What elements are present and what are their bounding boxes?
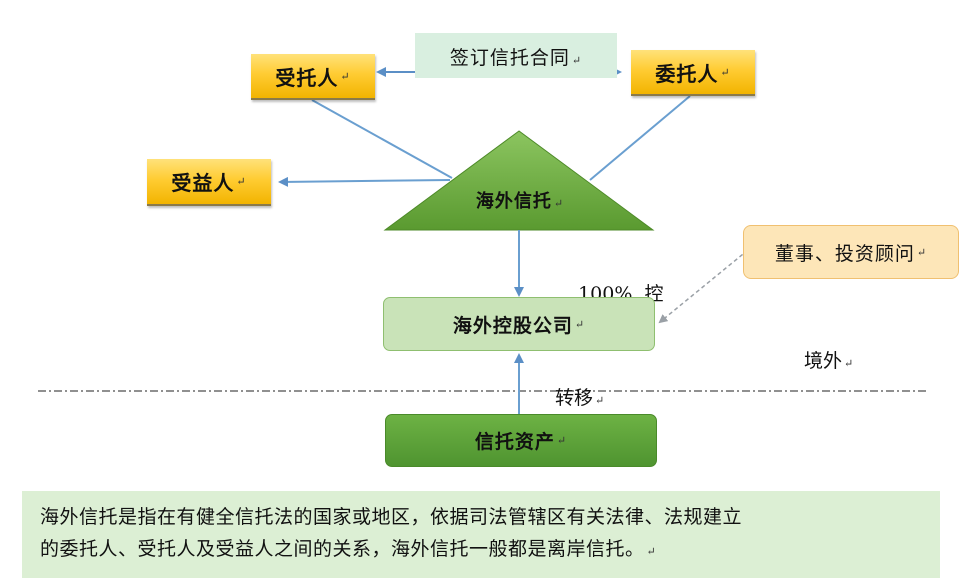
paragraph-mark-icon: ↵: [646, 545, 657, 558]
caption-line-2-text: 的委托人、受托人及受益人之间的关系，海外信托一般都是离岸信托。: [40, 538, 645, 560]
offshore-trust-text: 海外信托: [475, 191, 552, 212]
offshore-label: 境外↵: [804, 346, 853, 373]
beneficiary-label: 受益人: [171, 171, 235, 195]
transfer-text: 转移: [555, 387, 594, 409]
paragraph-mark-icon: ↵: [556, 434, 568, 447]
settlor-trust-line: [589, 95, 691, 181]
paragraph-mark-icon: ↵: [340, 69, 351, 83]
settlor-box: 委托人↵: [631, 50, 755, 96]
caption-line-2: 的委托人、受托人及受益人之间的关系，海外信托一般都是离岸信托。↵: [40, 533, 922, 568]
paragraph-mark-icon: ↵: [916, 245, 928, 259]
advisor-dashed-arrow: [658, 249, 749, 324]
holding-company-label: 海外控股公司: [452, 314, 573, 337]
trustee-label: 受托人: [275, 65, 339, 90]
paragraph-mark-icon: ↵: [553, 197, 565, 210]
holding-company-box: 海外控股公司↵: [383, 297, 655, 351]
trust-beneficiary-arrow: [278, 176, 451, 187]
contract-label-box: [415, 33, 617, 78]
offshore-trust-label: 海外信托↵: [440, 187, 600, 213]
paragraph-mark-icon: ↵: [571, 54, 583, 67]
advisor-box: 董事、投资顾问↵: [743, 225, 959, 279]
contract-label-text: 签订信托合同: [449, 47, 570, 69]
contract-label: 签订信托合同↵: [415, 43, 617, 70]
paragraph-mark-icon: ↵: [574, 317, 586, 331]
paragraph-mark-icon: ↵: [720, 65, 731, 79]
settlor-label: 委托人: [655, 61, 719, 86]
caption-line-1: 海外信托是指在有健全信托法的国家或地区，依据司法管辖区有关法律、法规建立: [40, 506, 743, 528]
offshore-text: 境外: [804, 350, 843, 372]
trust-assets-box: 信托资产↵: [385, 414, 657, 467]
transfer-label: 转移↵: [555, 383, 604, 410]
caption-box: 海外信托是指在有健全信托法的国家或地区，依据司法管辖区有关法律、法规建立 的委托…: [22, 491, 940, 578]
trustee-trust-line: [311, 99, 453, 179]
trustee-box: 受托人↵: [251, 54, 375, 100]
trust-assets-label: 信托资产: [474, 431, 555, 453]
paragraph-mark-icon: ↵: [844, 357, 854, 370]
beneficiary-box: 受益人↵: [147, 159, 271, 206]
advisor-label: 董事、投资顾问: [774, 242, 915, 265]
paragraph-mark-icon: ↵: [595, 394, 605, 407]
paragraph-mark-icon: ↵: [236, 175, 247, 188]
